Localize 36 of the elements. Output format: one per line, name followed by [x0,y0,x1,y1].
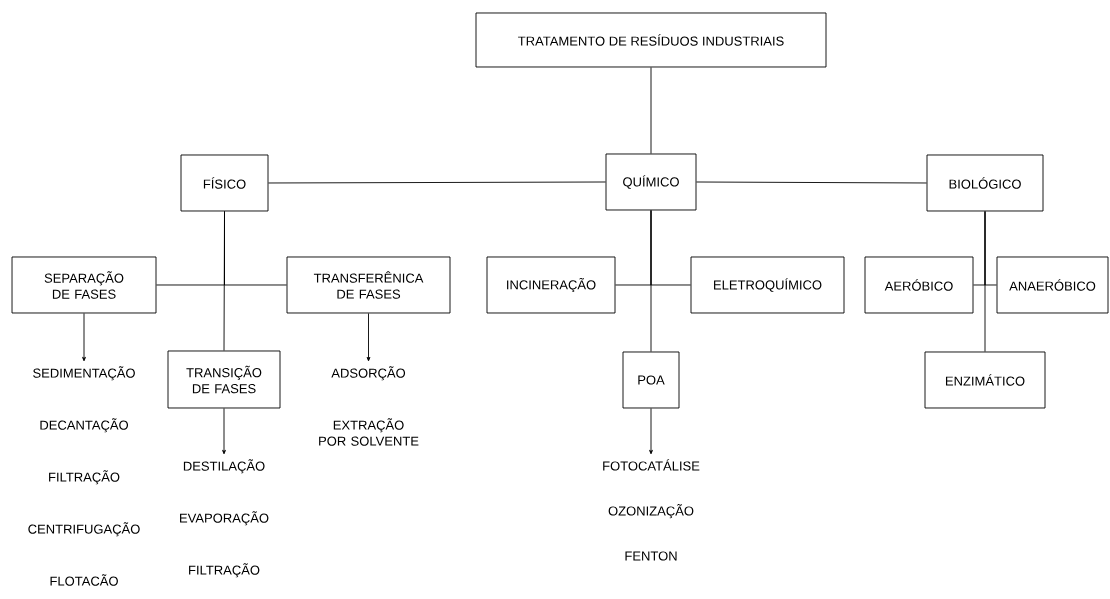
category-box: FÍSICO [180,154,269,212]
method-label: CENTRIFUGAÇÃO [28,522,140,537]
connector-line [650,67,652,154]
method-label: ADSORÇÃO [331,366,406,381]
connector-line [223,211,225,351]
category-box: ENZIMÁTICO [924,351,1046,409]
connector-line [268,181,606,184]
connector-line [984,211,986,352]
category-box: TRATAMENTO DE RESÍDUOS INDUSTRIAIS [475,12,827,68]
arrow [222,408,226,455]
method-label: FILTRAÇÃO [189,563,260,578]
category-box: ANAERÓBICO [996,256,1109,314]
category-box: BIOLÓGICO [926,154,1044,212]
arrow [366,313,371,362]
method-label: OZONIZAÇÃO [608,504,694,519]
method-label: DECANTAÇÃO [40,418,129,433]
arrow [82,313,86,362]
method-label: EVAPORAÇÃO [180,511,269,526]
method-label: FOTOCATÁLISE [603,459,700,471]
connector-line [696,181,927,184]
method-label: FILTRAÇÃO [49,470,120,485]
category-box: POA [622,351,680,409]
arrow [649,408,653,455]
method-label: DESTILAÇÃO [183,459,265,474]
method-label: SEDIMENTAÇÃO [33,366,135,381]
category-box: TRANSFERÊNICA DE FASES [286,256,451,314]
category-box: TRANSIÇÃO DE FASES [167,350,281,409]
method-label: FLOTACÃO [50,574,118,586]
category-box: SEPARAÇÃO DE FASES [11,256,157,314]
method-label: FENTON [625,551,677,561]
category-box: AERÓBICO [864,256,974,314]
category-box: INCINERAÇÃO [486,256,616,314]
category-box: ELETROQUÍMICO [690,256,845,314]
category-box: QUÍMICO [605,153,697,211]
method-label: EXTRAÇÃO POR SOLVENTE [319,418,419,446]
connector-line [650,210,652,352]
